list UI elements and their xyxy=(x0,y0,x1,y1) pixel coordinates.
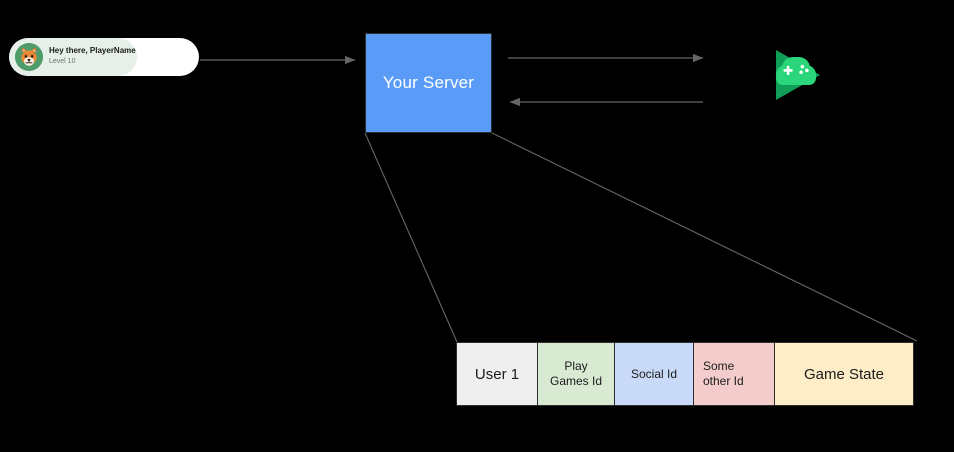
server-label: Your Server xyxy=(382,73,475,92)
table-cell-social-id: Social Id xyxy=(614,342,694,406)
player-level: Level 10 xyxy=(49,58,76,65)
table-cell-label: Social Id xyxy=(630,366,678,381)
fox-avatar-icon xyxy=(15,43,43,71)
google-play-games-icon[interactable] xyxy=(770,46,828,104)
table-cell-user-1: User 1 xyxy=(456,342,538,406)
connector-server-to-table-left xyxy=(364,132,458,343)
table-cell-label: Game State xyxy=(803,365,885,383)
connector-server-to-table-right xyxy=(491,132,918,342)
player-profile-card[interactable]: Hey there, PlayerName Level 10 xyxy=(9,38,199,76)
table-cell-label: User 1 xyxy=(474,365,520,383)
player-greeting: Hey there, PlayerName xyxy=(49,46,136,55)
player-card-text: Hey there, PlayerName Level 10 xyxy=(49,45,136,67)
table-cell-game-state: Game State xyxy=(774,342,914,406)
your-server-node[interactable]: Your Server xyxy=(365,33,492,133)
